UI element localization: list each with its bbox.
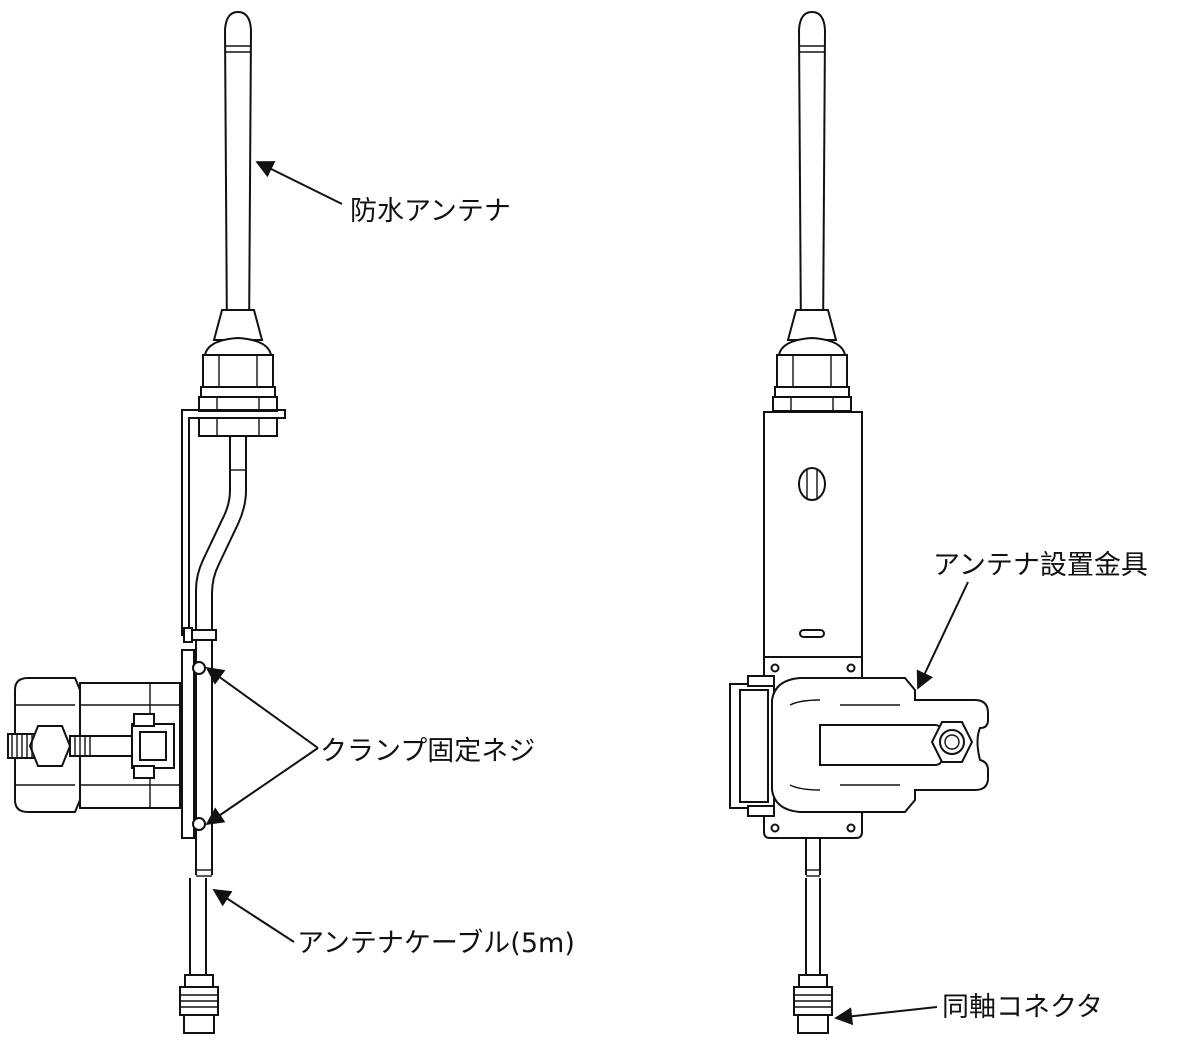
side-clamp bbox=[7, 677, 181, 813]
side-cable bbox=[179, 436, 247, 1034]
side-view bbox=[7, 10, 286, 1034]
side-antenna-whip bbox=[212, 10, 264, 341]
front-view bbox=[729, 10, 989, 1034]
antenna-arrow bbox=[255, 161, 343, 205]
front-clamp bbox=[729, 675, 989, 817]
label-antenna-cable: アンテナケーブル(5m) bbox=[297, 928, 575, 959]
label-antenna-bracket: アンテナ設置金具 bbox=[933, 550, 1148, 581]
side-mount-plate bbox=[181, 627, 217, 839]
front-cable bbox=[793, 838, 833, 1034]
clamp-screw-arrow-bottom bbox=[205, 747, 319, 826]
bracket-arrow bbox=[916, 581, 969, 690]
cable-arrow bbox=[212, 889, 295, 943]
side-l-bracket bbox=[181, 409, 286, 636]
arrow-icon bbox=[205, 161, 969, 1026]
side-gland-nut bbox=[198, 336, 278, 437]
coax-arrow bbox=[834, 1006, 938, 1026]
front-antenna-whip bbox=[786, 10, 838, 341]
label-waterproof-antenna: 防水アンテナ bbox=[350, 196, 511, 227]
front-gland-nut bbox=[772, 336, 852, 412]
label-coax-connector: 同軸コネクタ bbox=[942, 992, 1103, 1023]
label-clamp-screw: クランプ固定ネジ bbox=[320, 736, 536, 767]
clamp-screw-arrow-top bbox=[205, 666, 319, 749]
